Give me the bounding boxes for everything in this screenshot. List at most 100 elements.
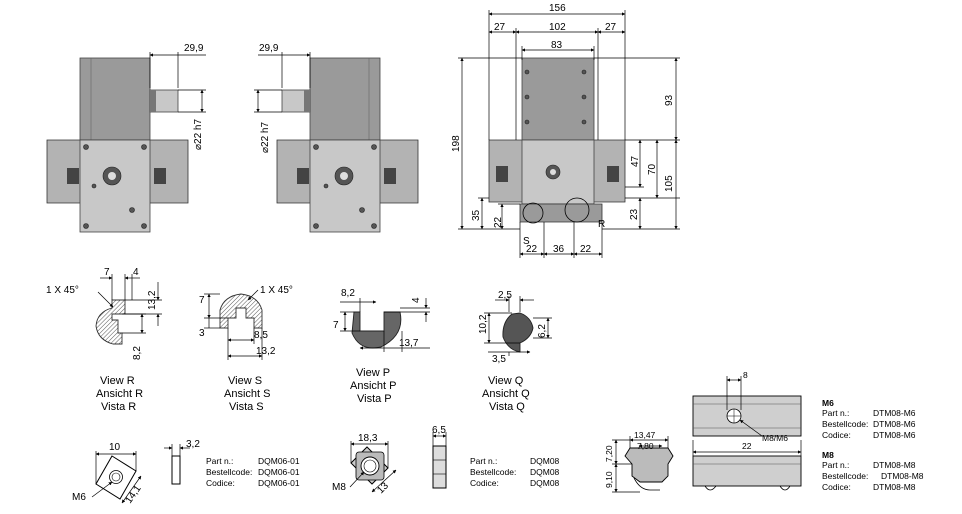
dtm08-m8-codice-value: DTM08-M8	[873, 482, 916, 492]
dtm08-d720: 7,20	[604, 445, 614, 462]
t-nut-side	[692, 455, 802, 487]
profile-view-p: 8,2 4 7 13,7 View P Ansicht P Vista P	[333, 288, 430, 405]
gearbox-end-view: S R 156 27 102 27 83 198 35 22 93	[451, 3, 680, 258]
profile-s-chamfer: 1 X 45°	[260, 285, 293, 296]
dim-inner-width: 83	[551, 40, 563, 51]
profile-r-d4: 4	[133, 267, 139, 278]
profile-q-d25: 2,5	[498, 290, 512, 301]
profile-view-q: 2,5 10,2 6,2 3,5 View Q Ansicht Q Vista …	[478, 290, 552, 413]
detail-r-circle	[564, 197, 590, 223]
t-nut-top	[692, 395, 802, 437]
nut-side-view	[432, 445, 447, 489]
dim-upper-height: 93	[664, 94, 675, 106]
dqm08-d13: 13	[375, 480, 391, 496]
profile-p-d7: 7	[333, 320, 339, 331]
profile-p-caption-it: Vista P	[357, 393, 392, 405]
dim-center-width: 102	[549, 22, 566, 33]
profile-q-section	[502, 312, 534, 353]
dqm0601-d32: 3,2	[186, 439, 200, 450]
dqm08-d183: 18,3	[358, 433, 378, 444]
profile-r-caption-en: View R	[100, 375, 135, 387]
dtm08-m8-title: M8	[822, 450, 834, 460]
dim-h47: 47	[630, 155, 641, 167]
gear-plate	[309, 139, 381, 233]
profile-view-s: 1 X 45° 7 3 8,5 13,2 View S Ansicht S Vi…	[199, 285, 293, 413]
profile-p-caption-de: Ansicht P	[350, 380, 396, 392]
profile-s-caption-en: View S	[228, 375, 262, 387]
dqm08-codice-label: Codice:	[470, 478, 499, 488]
dim-h105: 105	[664, 175, 675, 192]
profile-r-caption-de: Ansicht R	[96, 388, 143, 400]
dtm08-m8-codice-label: Codice:	[822, 482, 851, 492]
dqm0601-part-value: DQM06-01	[258, 456, 300, 466]
dtm08-d780: 7,80	[637, 441, 654, 451]
profile-r-d13: 13,2	[147, 290, 158, 310]
profile-r-chamfer: 1 X 45°	[46, 285, 79, 296]
dim-shaft-dia-l: ⌀22 h7	[260, 122, 271, 153]
nut-side-view	[171, 455, 181, 485]
marker-s: S	[523, 236, 530, 247]
profile-p-d4: 4	[411, 297, 422, 303]
profile-q-d102: 10,2	[478, 314, 489, 334]
dqm0601-code-label: Bestellcode:	[206, 467, 252, 477]
dtm08-m6-codice-label: Codice:	[822, 430, 851, 440]
dim-shaft-offset-r: 29,9	[184, 43, 204, 54]
profile-q-caption-it: Vista Q	[489, 401, 525, 413]
dim-side-right: 27	[605, 22, 617, 33]
profile-p-d82: 8,2	[341, 288, 355, 299]
part-dtm08: 13,47 7,80 7,20 9,10 8 M8/M6 22 M6 Part …	[604, 370, 924, 493]
dtm08-m8-part-label: Part n.:	[822, 460, 849, 470]
profile-s-caption-it: Vista S	[229, 401, 264, 413]
dqm08-thread: M8	[332, 482, 346, 493]
dtm08-m8-code-value: DTM08-M8	[881, 471, 924, 481]
part-dqm08: 18,3 13 M8 6,5 Part n.: DQM08 Bestellcod…	[332, 425, 560, 496]
profile-q-d62: 6,2	[537, 324, 548, 338]
dtm08-d1347: 13,47	[634, 430, 656, 440]
dim-h22: 22	[493, 216, 504, 228]
dqm0601-codice-label: Codice:	[206, 478, 235, 488]
profile-s-d3: 3	[199, 328, 205, 339]
dqm0601-thread: M6	[72, 492, 86, 503]
profile-p-section	[351, 311, 402, 349]
base-section	[519, 203, 603, 223]
gearbox-view-right-shaft: 29,9 ⌀22 h7	[46, 43, 206, 233]
dtm08-m6-title: M6	[822, 398, 834, 408]
dim-bottom-left: 22	[526, 244, 538, 255]
profile-q-caption-de: Ansicht Q	[482, 388, 530, 400]
dqm0601-d10: 10	[109, 442, 121, 453]
profile-q-caption-en: View Q	[488, 375, 524, 387]
dtm08-m8-code-label: Bestellcode:	[822, 471, 868, 481]
dqm08-part-value: DQM08	[530, 456, 560, 466]
dqm08-d65: 6,5	[432, 425, 446, 436]
profile-s-d7: 7	[199, 295, 205, 306]
profile-r-d8: 8,2	[132, 346, 143, 360]
dqm08-part-label: Part n.:	[470, 456, 497, 466]
dtm08-m6-code-label: Bestellcode:	[822, 419, 868, 429]
profile-q-d35: 3,5	[492, 354, 506, 365]
dtm08-m6-part-value: DTM08-M6	[873, 408, 916, 418]
gearbox-view-left-shaft: 29,9 ⌀22 h7	[254, 43, 419, 233]
motor-housing	[309, 57, 381, 141]
dim-h23: 23	[629, 208, 640, 220]
dim-shaft-offset-l: 29,9	[259, 43, 279, 54]
dqm0601-code-value: DQM06-01	[258, 467, 300, 477]
profile-view-r: 1 X 45° 7 4 13,2 8,2 View R Ansicht R Vi…	[46, 267, 162, 413]
profile-r-section	[95, 299, 126, 345]
dim-bottom-right: 22	[580, 244, 592, 255]
dtm08-m8-part-value: DTM08-M8	[873, 460, 916, 470]
dqm08-code-value: DQM08	[530, 467, 560, 477]
profile-r-d7: 7	[104, 267, 110, 278]
dim-overall-width: 156	[549, 3, 566, 14]
profile-p-d137: 13,7	[399, 338, 419, 349]
dtm08-m6-part-label: Part n.:	[822, 408, 849, 418]
motor-housing	[79, 57, 151, 141]
dtm08-m6-codice-value: DTM08-M6	[873, 430, 916, 440]
gear-plate	[79, 139, 151, 233]
dim-shaft-dia-r: ⌀22 h7	[193, 119, 204, 150]
dqm08-code-label: Bestellcode:	[470, 467, 516, 477]
dtm08-m6-code-value: DTM08-M6	[873, 419, 916, 429]
dqm08-codice-value: DQM08	[530, 478, 560, 488]
profile-s-d85: 8,5	[254, 330, 268, 341]
